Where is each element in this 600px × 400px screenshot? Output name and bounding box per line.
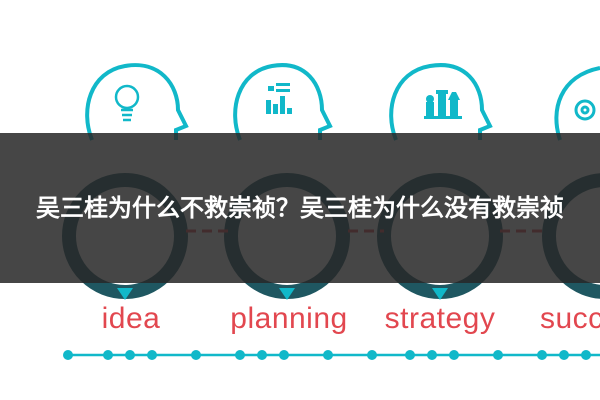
title-banner: 吴三桂为什么不救崇祯？吴三桂为什么没有救崇祯 — [0, 133, 600, 283]
stage-label-idea: idea — [101, 302, 161, 335]
head-silhouette-1 — [85, 63, 189, 141]
timeline — [63, 350, 600, 360]
timeline-dots — [63, 350, 591, 360]
bar-chart-icon — [266, 83, 292, 114]
gear-icon — [574, 99, 596, 121]
stage-label-succ: succ — [540, 302, 600, 335]
head-silhouette-3 — [389, 63, 493, 141]
head-silhouette-2 — [233, 63, 333, 141]
stage-label-strategy: strategy — [384, 302, 496, 335]
chess-pieces-icon — [424, 90, 462, 119]
banner-title: 吴三桂为什么不救崇祯？吴三桂为什么没有救崇祯 — [36, 194, 564, 222]
lightbulb-icon — [114, 84, 140, 122]
head-silhouette-4 — [554, 66, 600, 141]
stage-label-planning: planning — [230, 302, 348, 335]
